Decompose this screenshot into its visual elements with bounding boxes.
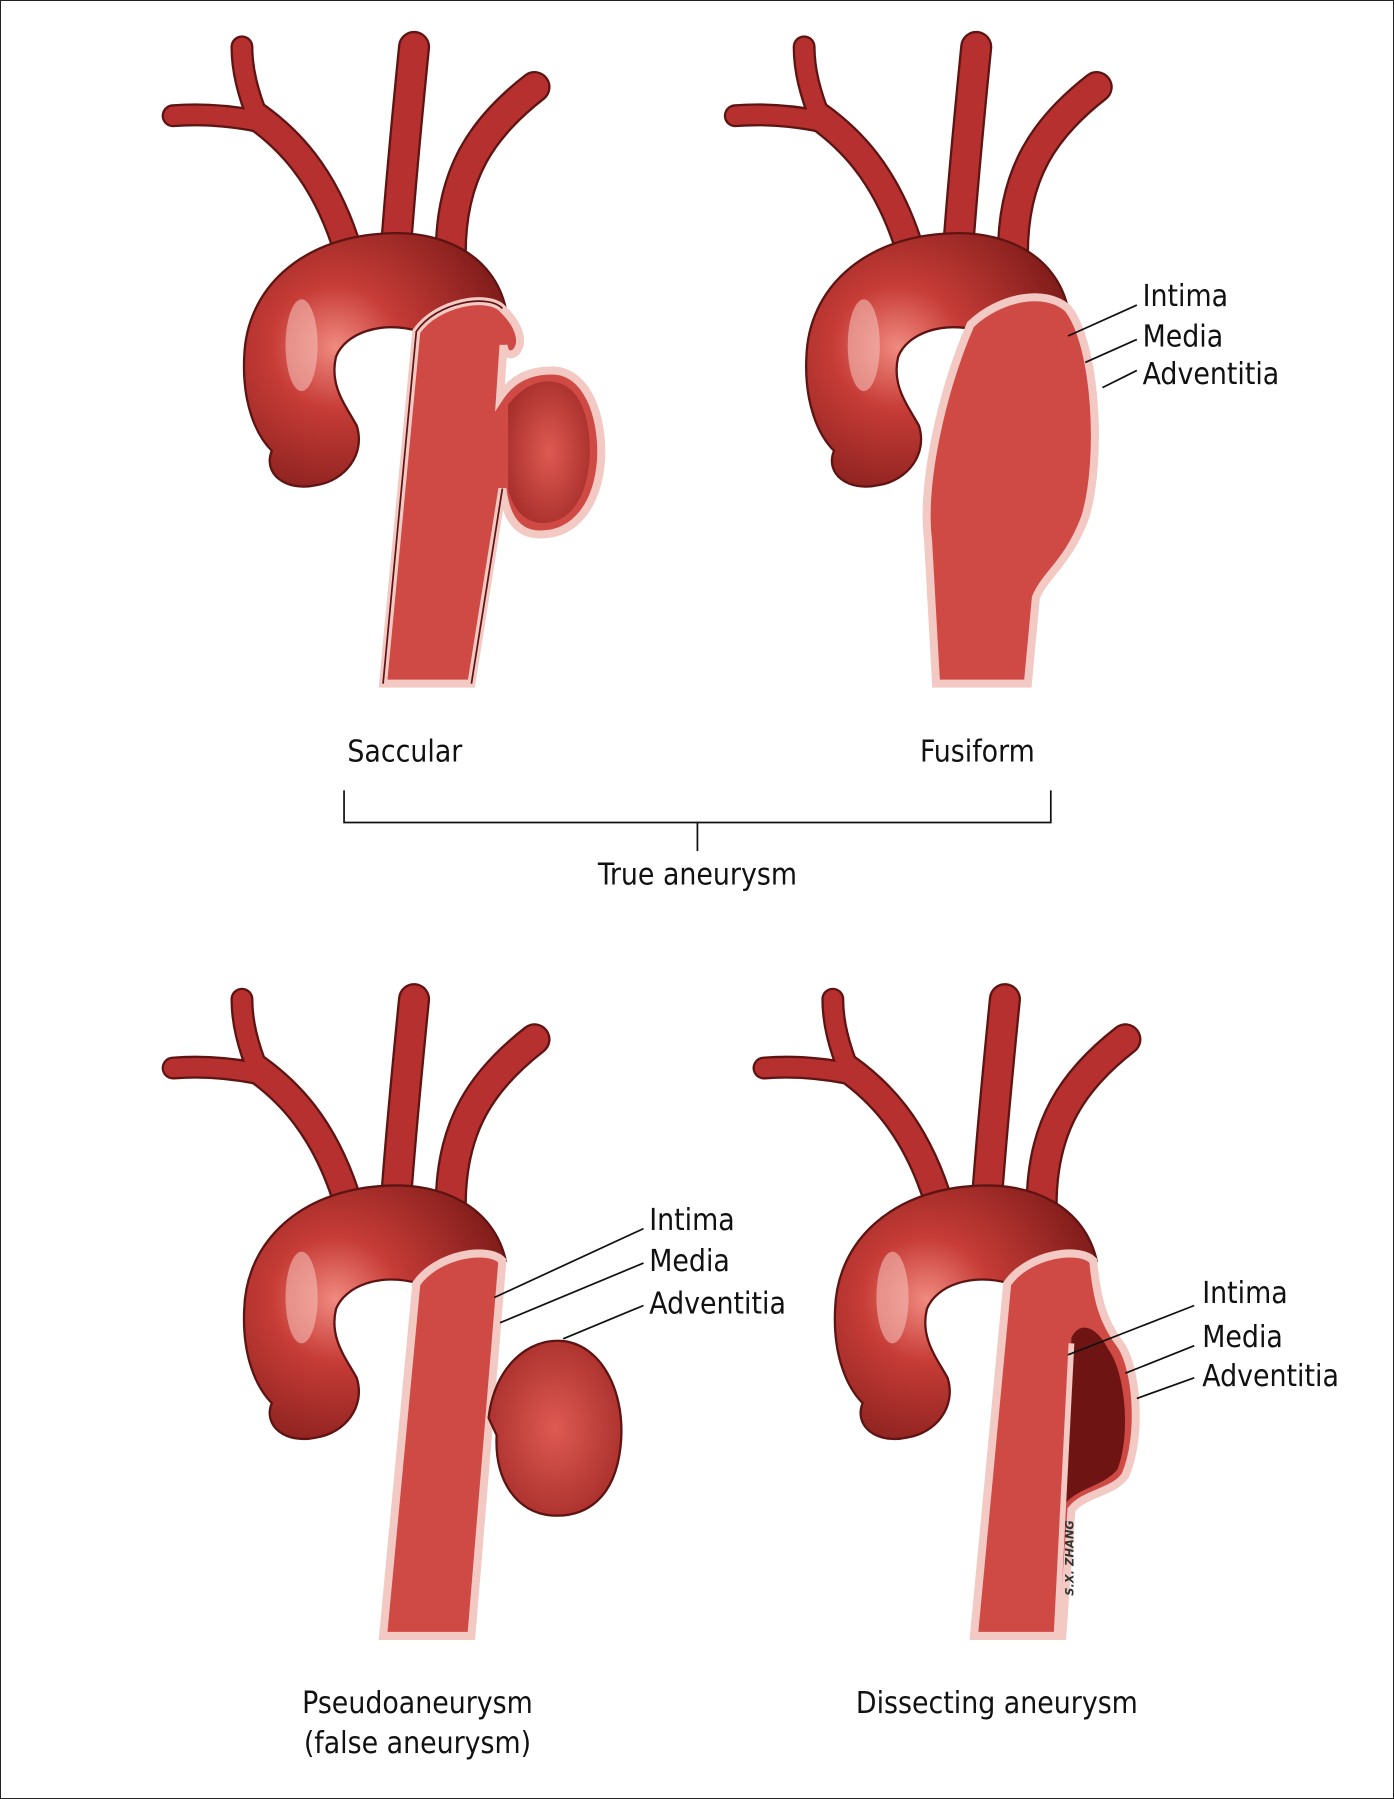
pseudo-caption-line1: Pseudoaneurysm: [302, 1686, 533, 1721]
pseudo-caption-line2: (false aneurysm): [304, 1726, 531, 1761]
pseudo-layer-leads: [493, 1227, 644, 1340]
fusiform-adventitia-label: Adventitia: [1143, 357, 1280, 392]
saccular-caption: Saccular: [347, 735, 463, 770]
dissecting-layer-leads: [1067, 1304, 1195, 1400]
saccular-aneurysm-illustration: [173, 47, 606, 688]
fusiform-media-label: Media: [1143, 319, 1224, 354]
dissecting-aneurysm-illustration: S.X. ZHANG: [764, 999, 1136, 1640]
fusiform-layer-leads: [1067, 304, 1138, 389]
true-aneurysm-bracket: [343, 790, 1052, 852]
dissecting-caption: Dissecting aneurysm: [856, 1686, 1138, 1721]
true-aneurysm-label: True aneurysm: [597, 857, 797, 892]
artist-signature: S.X. ZHANG: [1063, 1520, 1077, 1596]
dissecting-adventitia-label: Adventitia: [1202, 1359, 1339, 1394]
pseudoaneurysm-illustration: [173, 999, 623, 1640]
dissecting-intima-label: Intima: [1202, 1276, 1287, 1311]
pseudo-intima-label: Intima: [649, 1203, 734, 1238]
pseudo-adventitia-label: Adventitia: [649, 1287, 786, 1322]
fusiform-caption: Fusiform: [920, 735, 1035, 770]
fusiform-aneurysm-illustration: [735, 47, 1096, 688]
pseudo-media-label: Media: [649, 1244, 730, 1279]
dissecting-media-label: Media: [1202, 1320, 1283, 1355]
fusiform-intima-label: Intima: [1143, 279, 1228, 314]
